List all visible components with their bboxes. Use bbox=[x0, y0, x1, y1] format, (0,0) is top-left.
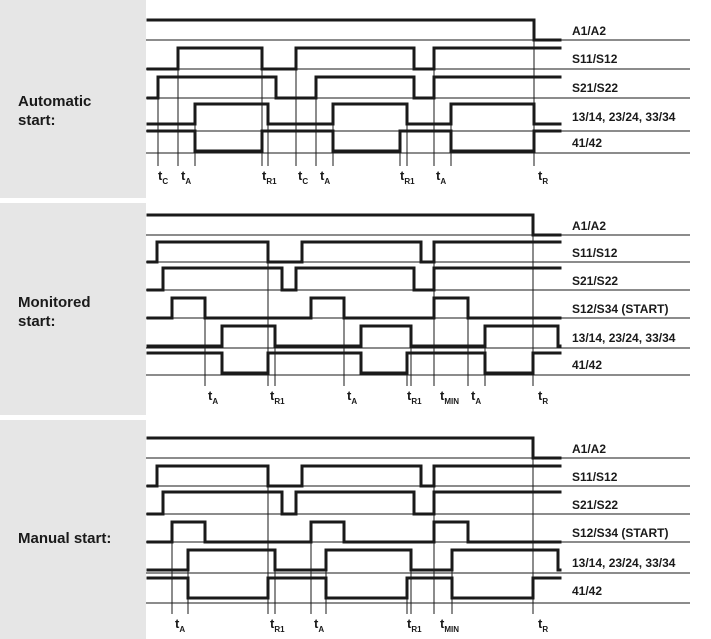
time-label: tA bbox=[175, 616, 185, 634]
waveform-13-14 bbox=[146, 102, 562, 126]
mode-label-line2: start: bbox=[18, 112, 56, 129]
waveform-s12-s34-start bbox=[146, 296, 562, 320]
time-label: tR1 bbox=[270, 616, 285, 634]
mode-label-line1: Monitored bbox=[18, 294, 91, 311]
signal-label: A1/A2 bbox=[572, 442, 606, 456]
mode-label-line1: Automatic bbox=[18, 93, 91, 110]
panel-monitored-start: Monitored start: A1/A2 S11/S12 S21/S22 bbox=[18, 203, 711, 415]
time-label: tR1 bbox=[400, 168, 415, 186]
waveform-41-42 bbox=[146, 351, 562, 375]
time-label: tR bbox=[538, 616, 548, 634]
signal-label: 41/42 bbox=[572, 584, 602, 598]
signal-label: S11/S12 bbox=[572, 52, 618, 66]
time-label: tR1 bbox=[407, 616, 422, 634]
time-label: tR1 bbox=[270, 388, 285, 406]
timing-markers bbox=[157, 20, 535, 166]
signal-label: S21/S22 bbox=[572, 498, 618, 512]
signal-label: S11/S12 bbox=[572, 470, 618, 484]
signal-label: S11/S12 bbox=[572, 246, 618, 260]
panel-separator bbox=[0, 415, 711, 420]
waveform-41-42 bbox=[146, 129, 562, 153]
waveform-s11-s12 bbox=[146, 240, 562, 264]
panel-manual-start: Manual start: A1/A2 S11/S12 S21/S22 bbox=[18, 420, 711, 639]
panel-automatic-start: Automatic start: bbox=[18, 0, 711, 198]
signal-label: 13/14, 23/24, 33/34 bbox=[572, 556, 676, 570]
time-label: tA bbox=[436, 168, 446, 186]
signal-label: S12/S34 (START) bbox=[572, 526, 668, 540]
waveform-13-14 bbox=[146, 324, 562, 348]
waveform-41-42 bbox=[146, 576, 562, 600]
waveform-s11-s12 bbox=[146, 464, 562, 488]
signal-label: S12/S34 (START) bbox=[572, 302, 668, 316]
signal-label: A1/A2 bbox=[572, 24, 606, 38]
waveform-s12-s34-start bbox=[146, 520, 562, 544]
time-label: tA bbox=[320, 168, 330, 186]
signal-label: 13/14, 23/24, 33/34 bbox=[572, 331, 676, 345]
time-label: tA bbox=[208, 388, 218, 406]
mode-label-line1: Manual start: bbox=[18, 530, 111, 547]
time-label: tR bbox=[538, 168, 548, 186]
mode-label-line2: start: bbox=[18, 313, 56, 330]
signal-label: A1/A2 bbox=[572, 219, 606, 233]
time-label: tC bbox=[298, 168, 308, 186]
plot-area bbox=[146, 203, 711, 415]
timing-markers bbox=[171, 438, 534, 614]
signal-label: 41/42 bbox=[572, 136, 602, 150]
time-label: tR1 bbox=[262, 168, 277, 186]
waveform-13-14 bbox=[146, 548, 562, 572]
time-label: tA bbox=[314, 616, 324, 634]
time-label: tR1 bbox=[407, 388, 422, 406]
time-label: tR bbox=[538, 388, 548, 406]
waveform-s11-s12 bbox=[146, 46, 562, 71]
signal-label: 41/42 bbox=[572, 358, 602, 372]
time-label: tC bbox=[158, 168, 168, 186]
time-label: tA bbox=[181, 168, 191, 186]
time-label: tA bbox=[471, 388, 481, 406]
signal-label: S21/S22 bbox=[572, 274, 618, 288]
time-label: tMIN bbox=[440, 388, 459, 406]
signal-label: 13/14, 23/24, 33/34 bbox=[572, 110, 676, 124]
time-label: tMIN bbox=[440, 616, 459, 634]
time-label: tA bbox=[347, 388, 357, 406]
timing-markers bbox=[204, 215, 534, 386]
signal-label: S21/S22 bbox=[572, 81, 618, 95]
panel-separator bbox=[0, 198, 711, 203]
